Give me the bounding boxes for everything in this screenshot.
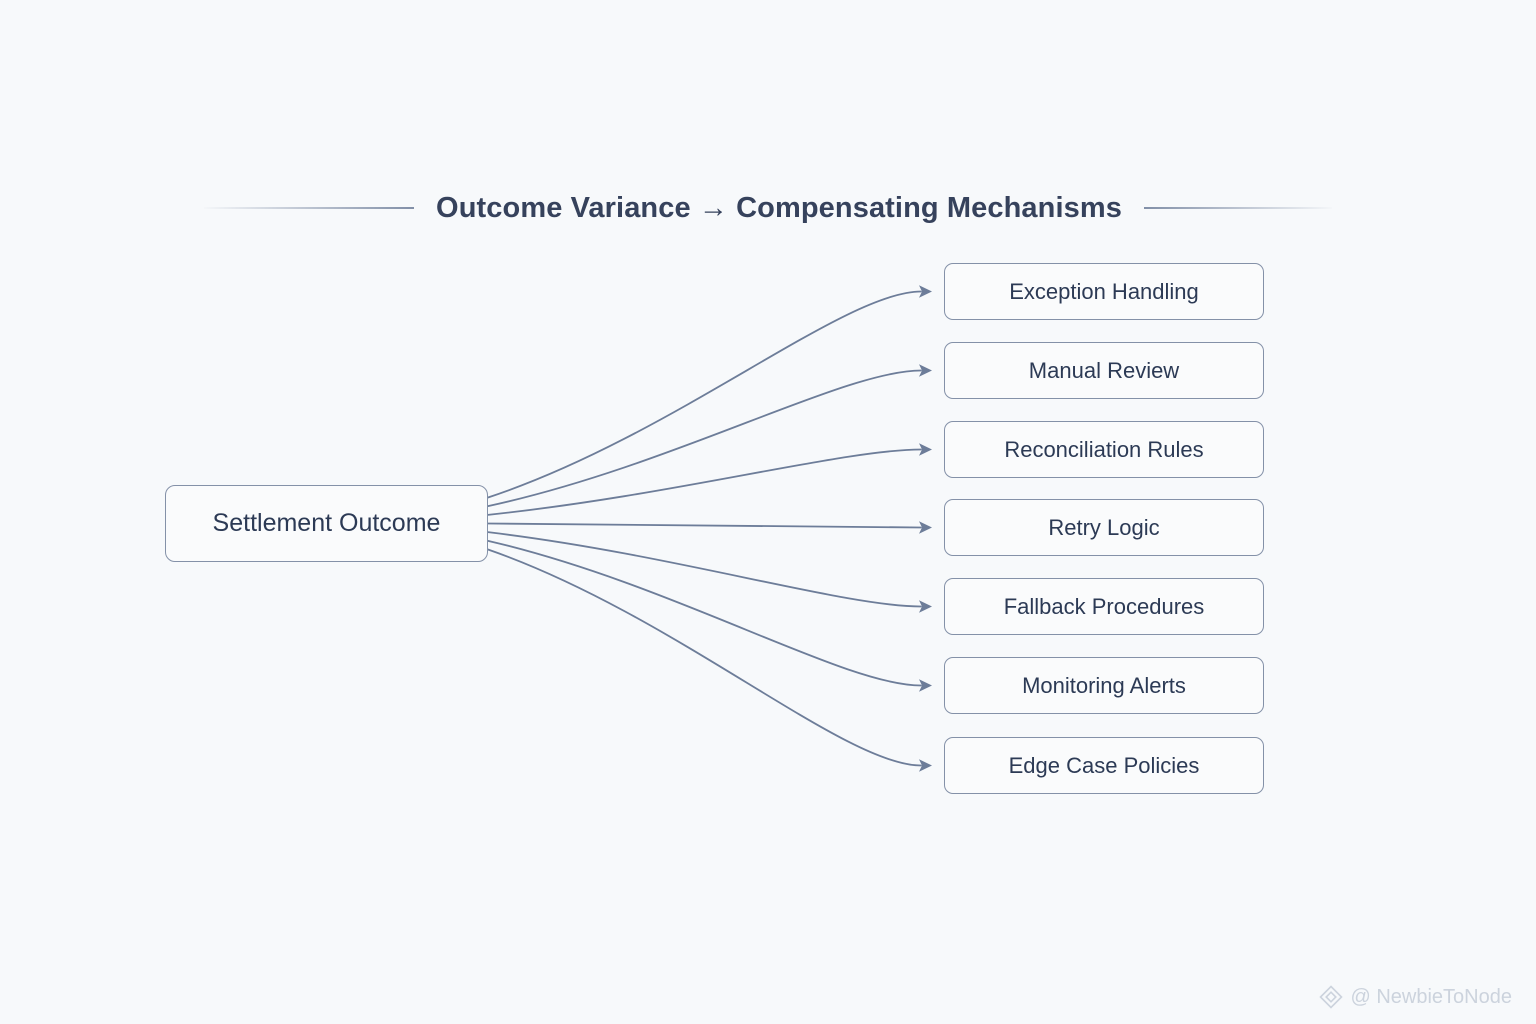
- watermark: @ NewbieToNode: [1318, 984, 1513, 1010]
- node-root-label: Settlement Outcome: [212, 509, 441, 537]
- node-leaf-fallback-procedures[interactable]: Fallback Procedures: [944, 578, 1264, 635]
- node-leaf-label: Edge Case Policies: [1008, 752, 1200, 778]
- arrow-head-icon: [919, 443, 932, 456]
- arrow-head-icon: [919, 364, 932, 377]
- diamond-logo-icon: [1318, 984, 1344, 1010]
- node-root[interactable]: Settlement Outcome: [165, 485, 488, 562]
- node-leaf-label: Manual Review: [1028, 357, 1180, 383]
- arrow-head-icon: [919, 521, 932, 534]
- node-leaf-reconciliation-rules[interactable]: Reconciliation Rules: [944, 421, 1264, 478]
- node-leaf-label: Exception Handling: [1009, 278, 1199, 304]
- diagram-title-row: Outcome Variance → Compensating Mechanis…: [0, 188, 1536, 228]
- arrow-head-icon: [919, 679, 932, 692]
- title-rule-left: [204, 207, 415, 209]
- node-leaf-label: Reconciliation Rules: [1004, 436, 1204, 462]
- node-leaf-label: Fallback Procedures: [1003, 593, 1205, 619]
- edge-connector: [487, 369, 922, 508]
- node-leaf-retry-logic[interactable]: Retry Logic: [944, 499, 1264, 556]
- title-rule-right: [1143, 207, 1332, 209]
- edge-connector: [487, 539, 922, 687]
- arrow-head-icon: [919, 285, 932, 298]
- page-title: Outcome Variance → Compensating Mechanis…: [436, 191, 1122, 224]
- node-leaf-label: Monitoring Alerts: [1022, 672, 1186, 698]
- node-leaf-exception-handling[interactable]: Exception Handling: [944, 263, 1264, 320]
- arrow-head-icon: [919, 600, 932, 613]
- watermark-handle: @ NewbieToNode: [1350, 986, 1513, 1008]
- node-leaf-manual-review[interactable]: Manual Review: [944, 342, 1264, 399]
- node-leaf-label: Retry Logic: [1048, 514, 1160, 540]
- edge-connector: [487, 290, 922, 499]
- arrow-head-icon: [919, 759, 932, 772]
- edge-connector: [487, 522, 922, 529]
- edge-connector: [487, 448, 922, 516]
- edge-connector: [487, 548, 922, 767]
- node-leaf-edge-case-policies[interactable]: Edge Case Policies: [944, 737, 1264, 794]
- node-leaf-monitoring-alerts[interactable]: Monitoring Alerts: [944, 657, 1264, 714]
- edge-connector: [487, 531, 922, 608]
